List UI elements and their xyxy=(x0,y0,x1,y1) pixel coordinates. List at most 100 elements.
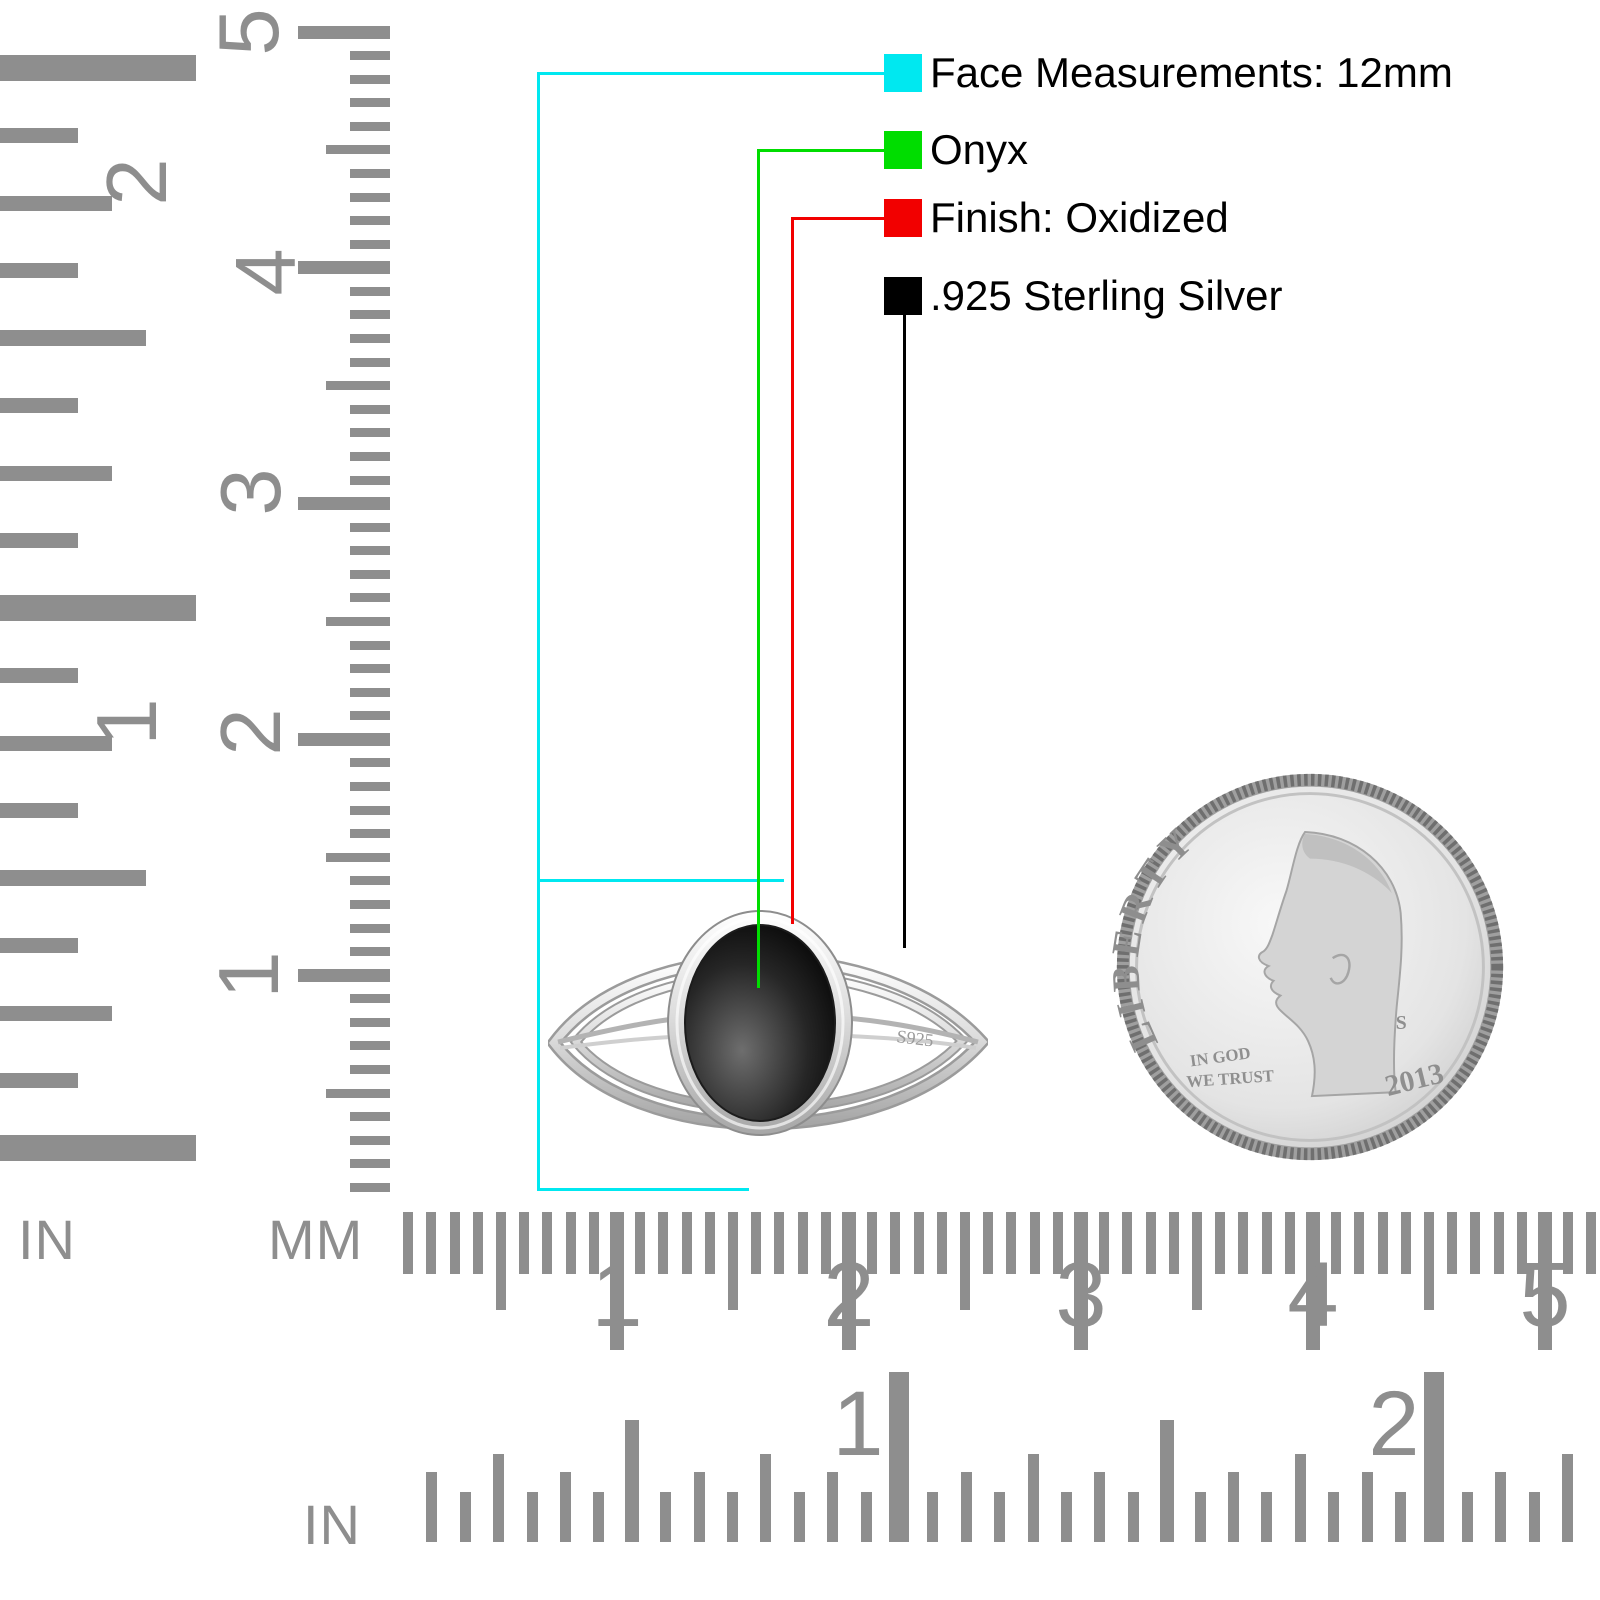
portrait-ear xyxy=(1329,953,1351,985)
ruler-tick xyxy=(1122,1212,1133,1274)
h-ruler-inch-number-1: 1 xyxy=(832,1373,884,1475)
ruler-tick xyxy=(1306,1212,1320,1350)
ruler-tick xyxy=(1516,1212,1527,1274)
coin-reeded-edge xyxy=(1116,773,1504,1161)
ruler-tick xyxy=(350,1112,390,1122)
ruler-tick xyxy=(326,852,390,862)
ruler-tick xyxy=(350,640,390,650)
ruler-tick xyxy=(588,1212,599,1274)
ruler-tick xyxy=(994,1492,1006,1542)
ruler-tick xyxy=(350,829,390,839)
v-ruler-inch-number-1: 1 xyxy=(80,698,175,746)
ruler-tick xyxy=(350,923,390,933)
ruler-tick xyxy=(449,1212,460,1274)
ruler-tick xyxy=(1168,1212,1179,1274)
face-measurement-line-vertical xyxy=(537,72,540,1190)
ruler-tick xyxy=(1006,1212,1017,1274)
v-ruler-mm-label: MM xyxy=(268,1208,364,1271)
ruler-tick xyxy=(704,1212,715,1274)
ruler-tick xyxy=(693,1472,705,1542)
ruler-tick xyxy=(350,876,390,886)
ruler-tick xyxy=(0,398,78,413)
ruler-tick xyxy=(1052,1212,1063,1274)
ruler-tick xyxy=(350,1135,390,1145)
ruler-tick xyxy=(1377,1212,1388,1274)
black-swatch xyxy=(884,277,922,315)
ring-engraving: S925 xyxy=(896,1026,935,1050)
ruler-tick xyxy=(496,1212,506,1310)
ring-shank-right-lower-edge xyxy=(847,1034,977,1050)
ruler-tick xyxy=(298,732,390,746)
ruler-tick xyxy=(1284,1212,1295,1274)
ruler-tick xyxy=(350,782,390,792)
ruler-tick xyxy=(1563,1212,1574,1274)
ruler-tick xyxy=(350,899,390,909)
onyx-line-horizontal xyxy=(757,149,886,152)
sterling-silver-label: .925 Sterling Silver xyxy=(930,272,1283,319)
ruler-tick xyxy=(0,128,78,143)
callout-face-measurements: Face Measurements: 12mm xyxy=(884,49,1453,96)
ruler-tick xyxy=(610,1212,624,1350)
ruler-tick xyxy=(350,216,390,226)
ruler-tick xyxy=(0,870,146,886)
ruler-tick xyxy=(298,968,390,982)
ruler-tick xyxy=(1074,1212,1088,1350)
ruler-tick xyxy=(0,533,78,548)
ruler-tick xyxy=(1423,1372,1444,1542)
red-swatch xyxy=(884,199,922,237)
ring-image: S925 xyxy=(548,910,988,1136)
ruler-tick xyxy=(1029,1212,1040,1274)
h-ruler-mm-number-1: 1 xyxy=(591,1244,643,1346)
face-measurements-label: Face Measurements: 12mm xyxy=(930,49,1453,96)
ruler-tick xyxy=(793,1492,805,1542)
ruler-tick xyxy=(350,593,390,603)
ring-bezel-highlight xyxy=(675,916,845,1130)
ruler-tick xyxy=(350,428,390,438)
ruler-tick xyxy=(565,1212,576,1274)
ruler-tick xyxy=(0,735,112,751)
ruler-tick xyxy=(326,145,390,155)
ruler-tick xyxy=(1194,1492,1206,1542)
ruler-tick xyxy=(820,1212,831,1274)
ruler-tick xyxy=(1328,1492,1340,1542)
ruler-tick xyxy=(1261,1212,1272,1274)
ruler-tick xyxy=(350,51,390,61)
ring-eye-outline-outer-highlight xyxy=(548,955,988,1128)
ruler-tick xyxy=(660,1492,672,1542)
ring-shank-left-lower-edge xyxy=(559,1035,673,1050)
ruler-tick xyxy=(350,286,390,296)
v-ruler-mm-number-3: 3 xyxy=(204,468,299,516)
ruler-tick xyxy=(1447,1212,1458,1274)
ruler-tick xyxy=(459,1492,471,1542)
ruler-tick xyxy=(936,1212,947,1274)
ruler-tick xyxy=(0,465,112,481)
h-ruler-inch-number-2: 2 xyxy=(1368,1373,1420,1475)
ruler-tick xyxy=(1261,1492,1273,1542)
v-ruler-inch-number-2: 2 xyxy=(90,158,185,206)
ruler-tick xyxy=(726,1492,738,1542)
ruler-tick xyxy=(350,404,390,414)
v-ruler-mm-number-2: 2 xyxy=(204,708,299,756)
silver-line-vertical xyxy=(903,315,906,948)
ruler-tick xyxy=(350,1065,390,1075)
v-ruler-mm-number-5: 5 xyxy=(202,8,297,56)
ruler-tick xyxy=(1238,1212,1249,1274)
dime-coin: LIBERTY IN GOD WE TRUST 2013 S xyxy=(1108,773,1504,1161)
ruler-tick xyxy=(751,1212,762,1274)
ruler-tick xyxy=(983,1212,994,1274)
ruler-tick xyxy=(1538,1212,1552,1350)
ruler-tick xyxy=(298,261,390,275)
ruler-tick xyxy=(658,1212,669,1274)
ruler-tick xyxy=(1192,1212,1202,1310)
ruler-tick xyxy=(1461,1492,1473,1542)
ruler-tick xyxy=(350,1041,390,1051)
ruler-tick xyxy=(1145,1212,1156,1274)
ruler-tick xyxy=(350,1159,390,1169)
ruler-tick xyxy=(350,522,390,532)
h-ruler-mm-number-4: 4 xyxy=(1287,1244,1339,1346)
callout-sterling-silver: .925 Sterling Silver xyxy=(884,272,1283,319)
ruler-tick xyxy=(526,1492,538,1542)
ruler-tick xyxy=(1027,1454,1039,1542)
ruler-tick xyxy=(350,758,390,768)
ruler-tick xyxy=(1561,1454,1573,1542)
